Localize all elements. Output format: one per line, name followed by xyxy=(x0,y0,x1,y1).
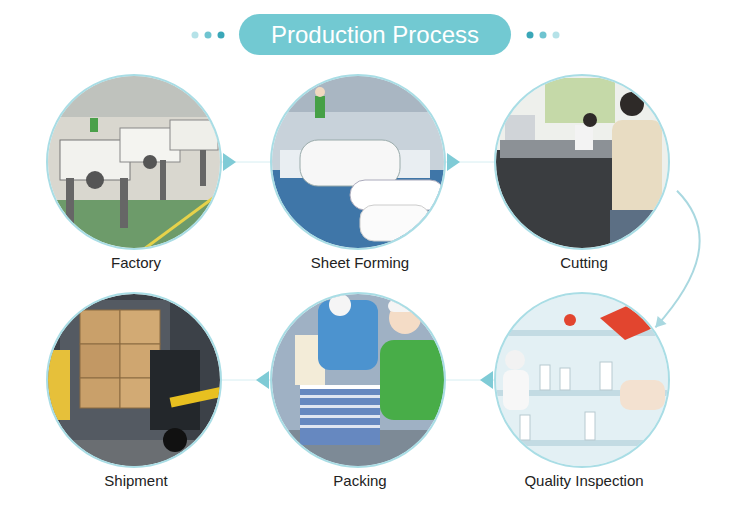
illustration-shape xyxy=(540,365,550,390)
illustration-shape xyxy=(505,115,535,140)
illustration-shape xyxy=(620,92,644,116)
illustration-shape xyxy=(80,344,120,378)
step-label: Packing xyxy=(240,472,480,490)
illustration-shape xyxy=(492,150,622,250)
illustration-shape xyxy=(268,292,448,472)
arrow-head xyxy=(655,316,666,327)
shipment-photo xyxy=(44,292,225,472)
illustration-shape xyxy=(388,300,422,312)
illustration-shape xyxy=(360,205,430,241)
flow-arrow xyxy=(655,191,699,328)
process-circle: Factory xyxy=(46,74,222,250)
illustration-shape xyxy=(140,190,224,252)
process-circle: Cutting xyxy=(494,74,670,250)
process-circle: Sheet Forming xyxy=(270,74,446,250)
illustration-shape xyxy=(492,440,672,446)
step-label: Quality Inspection xyxy=(464,472,704,490)
illustration-shape xyxy=(583,113,597,127)
illustration-shape xyxy=(380,340,445,420)
illustration-shape xyxy=(503,370,529,410)
illustration-shape xyxy=(170,386,226,407)
illustration-shape xyxy=(44,72,224,117)
illustration-shape xyxy=(600,362,612,390)
arrow-head xyxy=(480,371,493,389)
illustration-shape xyxy=(268,170,448,252)
flow-arrow xyxy=(222,153,270,171)
illustration-shape xyxy=(540,32,547,39)
illustration-shape xyxy=(600,300,660,340)
illustration-shape xyxy=(520,415,530,440)
illustration-shape xyxy=(218,32,225,39)
illustration-shape xyxy=(300,395,380,398)
illustration-shape xyxy=(268,72,448,112)
illustration-shape xyxy=(500,140,620,158)
illustration-shape xyxy=(553,32,560,39)
illustration-shape xyxy=(300,385,380,389)
arrow-head xyxy=(447,153,460,171)
illustration-shape xyxy=(170,120,218,150)
illustration-shape xyxy=(300,405,380,408)
illustration-shape xyxy=(300,415,380,418)
packing-photo xyxy=(268,292,448,472)
illustration-shape xyxy=(120,310,160,344)
illustration-shape xyxy=(315,96,325,118)
title-pill: Production Process xyxy=(239,14,511,55)
illustration-shape xyxy=(44,292,224,472)
arrow-head xyxy=(256,371,269,389)
illustration-shape xyxy=(268,72,448,252)
sheet-forming-photo xyxy=(268,72,448,252)
illustration-shape xyxy=(564,314,576,326)
illustration-shape xyxy=(620,380,665,410)
illustration-shape xyxy=(66,178,74,228)
illustration-shape xyxy=(492,292,672,472)
illustration-shape xyxy=(163,428,187,452)
illustration-shape xyxy=(300,425,380,428)
step-label: Cutting xyxy=(464,254,704,272)
illustration-shape xyxy=(300,140,400,186)
arrow-head xyxy=(223,153,236,171)
illustration-shape xyxy=(205,32,212,39)
illustration-shape xyxy=(80,378,120,408)
inspection-photo xyxy=(492,292,672,472)
illustration-shape xyxy=(610,210,660,252)
illustration-shape xyxy=(505,350,525,370)
process-circle: Shipment xyxy=(46,292,222,468)
flow-arrow xyxy=(222,371,270,389)
illustration-shape xyxy=(44,72,224,252)
illustration-shape xyxy=(48,350,70,420)
process-circle: Packing xyxy=(270,292,446,468)
illustration-shape xyxy=(560,368,570,390)
illustration-shape xyxy=(120,178,128,228)
illustration-shape xyxy=(575,125,593,150)
flow-arrow xyxy=(446,371,494,389)
illustration-shape xyxy=(86,171,104,189)
cutting-photo xyxy=(492,72,672,252)
illustration-shape xyxy=(143,155,157,169)
illustration-shape xyxy=(545,78,615,123)
illustration-shape xyxy=(300,385,380,445)
illustration-shape xyxy=(90,118,98,132)
flow-arrow xyxy=(446,153,494,171)
illustration-shape xyxy=(585,412,595,440)
illustration-shape xyxy=(160,160,166,200)
step-label: Factory xyxy=(16,254,256,272)
title-text: Production Process xyxy=(271,21,479,49)
illustration-shape xyxy=(329,294,351,316)
illustration-shape xyxy=(200,150,206,186)
illustration-shape xyxy=(150,350,200,430)
illustration-shape xyxy=(492,72,672,252)
process-circle: Quality Inspection xyxy=(494,292,670,468)
illustration-shape xyxy=(315,87,325,97)
illustration-shape xyxy=(527,32,534,39)
illustration-shape xyxy=(80,310,120,344)
step-label: Shipment xyxy=(16,472,256,490)
connector-curve xyxy=(655,191,699,328)
illustration-shape xyxy=(192,32,199,39)
factory-photo xyxy=(44,72,224,252)
step-label: Sheet Forming xyxy=(240,254,480,272)
